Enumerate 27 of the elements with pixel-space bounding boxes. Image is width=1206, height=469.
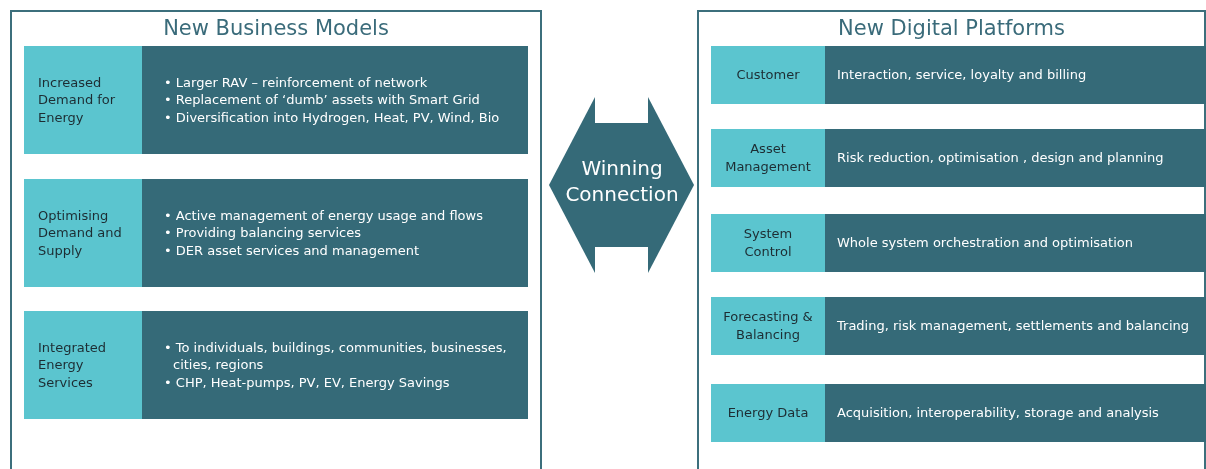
bullet-item: • Diversification into Hydrogen, Heat, PV, Wind, Bio [164, 108, 500, 127]
category-label: Energy Data [711, 384, 825, 442]
bullet-item: • To individuals, buildings, communities, businesses, cities, regions [164, 338, 508, 374]
category-label: Asset Management [711, 129, 825, 187]
bullet-item: • Providing balancing services [164, 224, 362, 242]
bullet-item: • Replacement of ‘dumb’ assets with Smart Grid [164, 91, 481, 109]
bullet-item: • CHP, Heat-pumps, PV, EV, Energy Savings [164, 373, 451, 392]
bullet-item: • Larger RAV – reinforcement of network [164, 73, 429, 92]
category-label: Customer [711, 46, 825, 104]
category-label: Forecasting & Balancing [711, 297, 825, 355]
panel-title: New Business Models [162, 16, 390, 40]
bullet-item: • DER asset services and management [164, 241, 421, 260]
category-label: Increased Demand for Energy [24, 46, 142, 154]
category-label: System Control [711, 214, 825, 272]
description-text: Whole system orchestration and optimisation [837, 234, 1133, 252]
description-text: Trading, risk management, settlements and balancing [837, 317, 1190, 335]
double-arrow [549, 97, 694, 273]
description-text: Acquisition, interoperability, storage and analysis [837, 404, 1159, 422]
panel-frame [10, 10, 542, 469]
category-label: Optimising Demand and Supply [24, 179, 142, 287]
category-label: Integrated Energy Services [24, 311, 142, 419]
panel-title: New Digital Platforms [837, 16, 1066, 40]
description-text: Interaction, service, loyalty and billing [837, 66, 1087, 84]
bullet-item: • Active management of energy usage and flows [164, 206, 483, 225]
description-text: Risk reduction, optimisation , design and planning [837, 149, 1164, 167]
edge-label: Winning Connection [564, 155, 680, 207]
panel-frame [697, 10, 1206, 469]
